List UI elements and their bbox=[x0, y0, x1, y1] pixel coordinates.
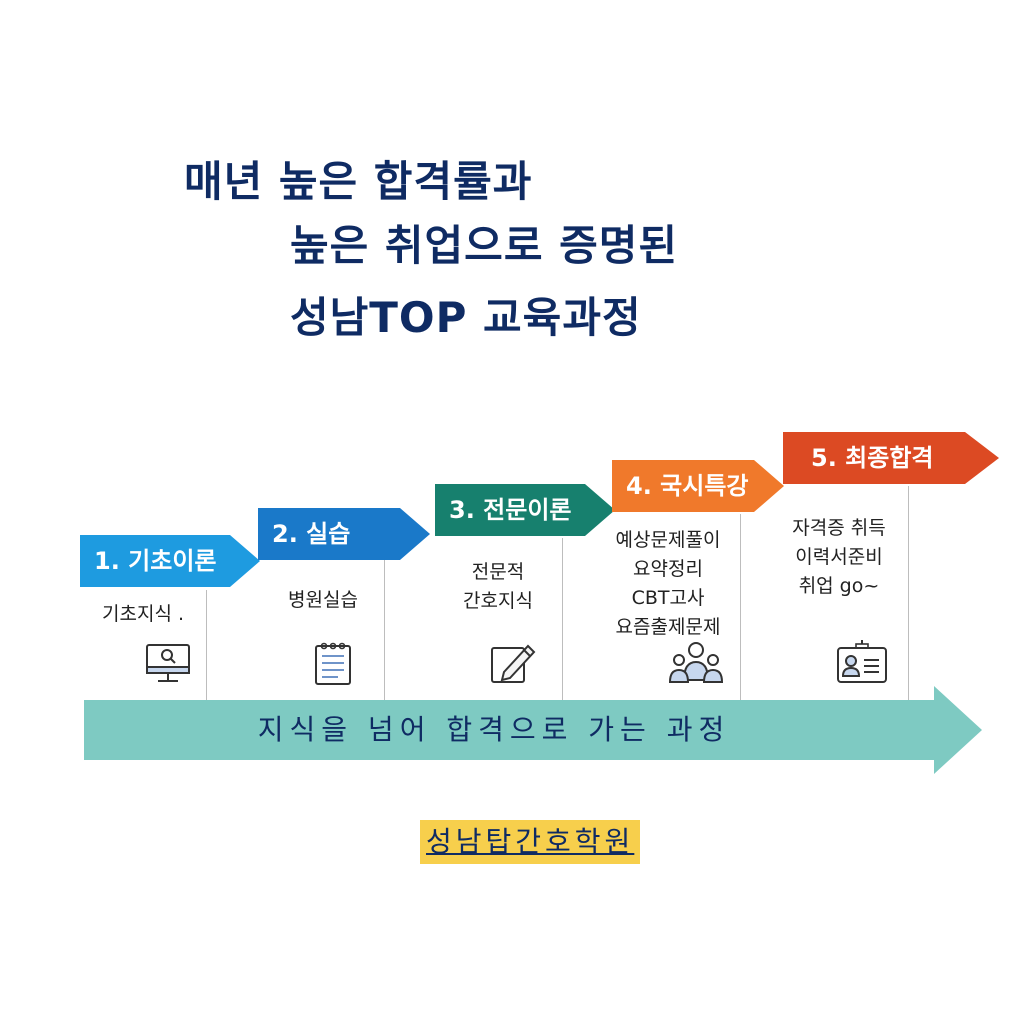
stage-4-desc-line: 예상문제풀이 bbox=[615, 529, 721, 551]
stage-1-tag: 1. 기초이론 bbox=[80, 535, 260, 587]
stage-5-tag: 5. 최종합격 bbox=[783, 432, 999, 484]
headline-line-1: 매년 높은 합격률과 bbox=[184, 157, 533, 206]
process-arrow bbox=[84, 686, 982, 774]
headline-line-3: 성남TOP 교육과정 bbox=[290, 293, 642, 342]
stage-2-description: 병원실습 bbox=[262, 586, 384, 615]
stage-3-label: 3. 전문이론 bbox=[449, 496, 572, 524]
stage-1-desc-line: 기초지식 . bbox=[102, 603, 184, 625]
stage-2-tag: 2. 실습 bbox=[258, 508, 430, 560]
stage-4-description: 예상문제풀이 요약정리 CBT고사 요즘출제문제 bbox=[596, 526, 740, 642]
stage-3-desc-line: 전문적 bbox=[471, 561, 525, 583]
column-divider bbox=[206, 590, 207, 700]
academy-name: 성남탑간호학원 bbox=[420, 820, 641, 864]
stage-2-desc-line: 병원실습 bbox=[288, 589, 358, 611]
column-divider bbox=[740, 514, 741, 700]
group-people-icon bbox=[668, 642, 724, 683]
stage-3-desc-line: 간호지식 bbox=[463, 590, 533, 612]
stage-5-desc-line: 취업 go~ bbox=[798, 575, 880, 597]
stage-5-desc-line: 이력서준비 bbox=[795, 546, 883, 568]
monitor-search-icon bbox=[146, 644, 190, 682]
stage-1-description: 기초지식 . bbox=[80, 600, 206, 629]
stage-4-desc-line: 요약정리 bbox=[633, 558, 703, 580]
id-card-icon bbox=[837, 640, 887, 683]
stage-3-tag: 3. 전문이론 bbox=[435, 484, 615, 536]
notepad-icon bbox=[315, 642, 351, 685]
stage-1-label: 1. 기초이론 bbox=[94, 547, 217, 575]
column-divider bbox=[562, 538, 563, 700]
headline-line-2: 높은 취업으로 증명된 bbox=[290, 221, 679, 270]
process-arrow-label: 지식을 넘어 합격으로 가는 과정 bbox=[257, 713, 731, 746]
stage-4-label: 4. 국시특강 bbox=[626, 472, 749, 500]
stage-5-description: 자격증 취득 이력서준비 취업 go~ bbox=[770, 514, 908, 601]
stage-2-label: 2. 실습 bbox=[272, 520, 351, 548]
pencil-edit-icon bbox=[491, 644, 536, 683]
stage-4-desc-line: 요즘출제문제 bbox=[615, 616, 721, 638]
column-divider bbox=[384, 560, 385, 700]
column-divider bbox=[908, 486, 909, 700]
stage-3-description: 전문적 간호지식 bbox=[434, 558, 562, 616]
stage-5-label: 5. 최종합격 bbox=[811, 444, 934, 472]
stage-4-tag: 4. 국시특강 bbox=[612, 460, 784, 512]
stage-4-desc-line: CBT고사 bbox=[631, 587, 705, 609]
stage-5-desc-line: 자격증 취득 bbox=[792, 517, 886, 539]
